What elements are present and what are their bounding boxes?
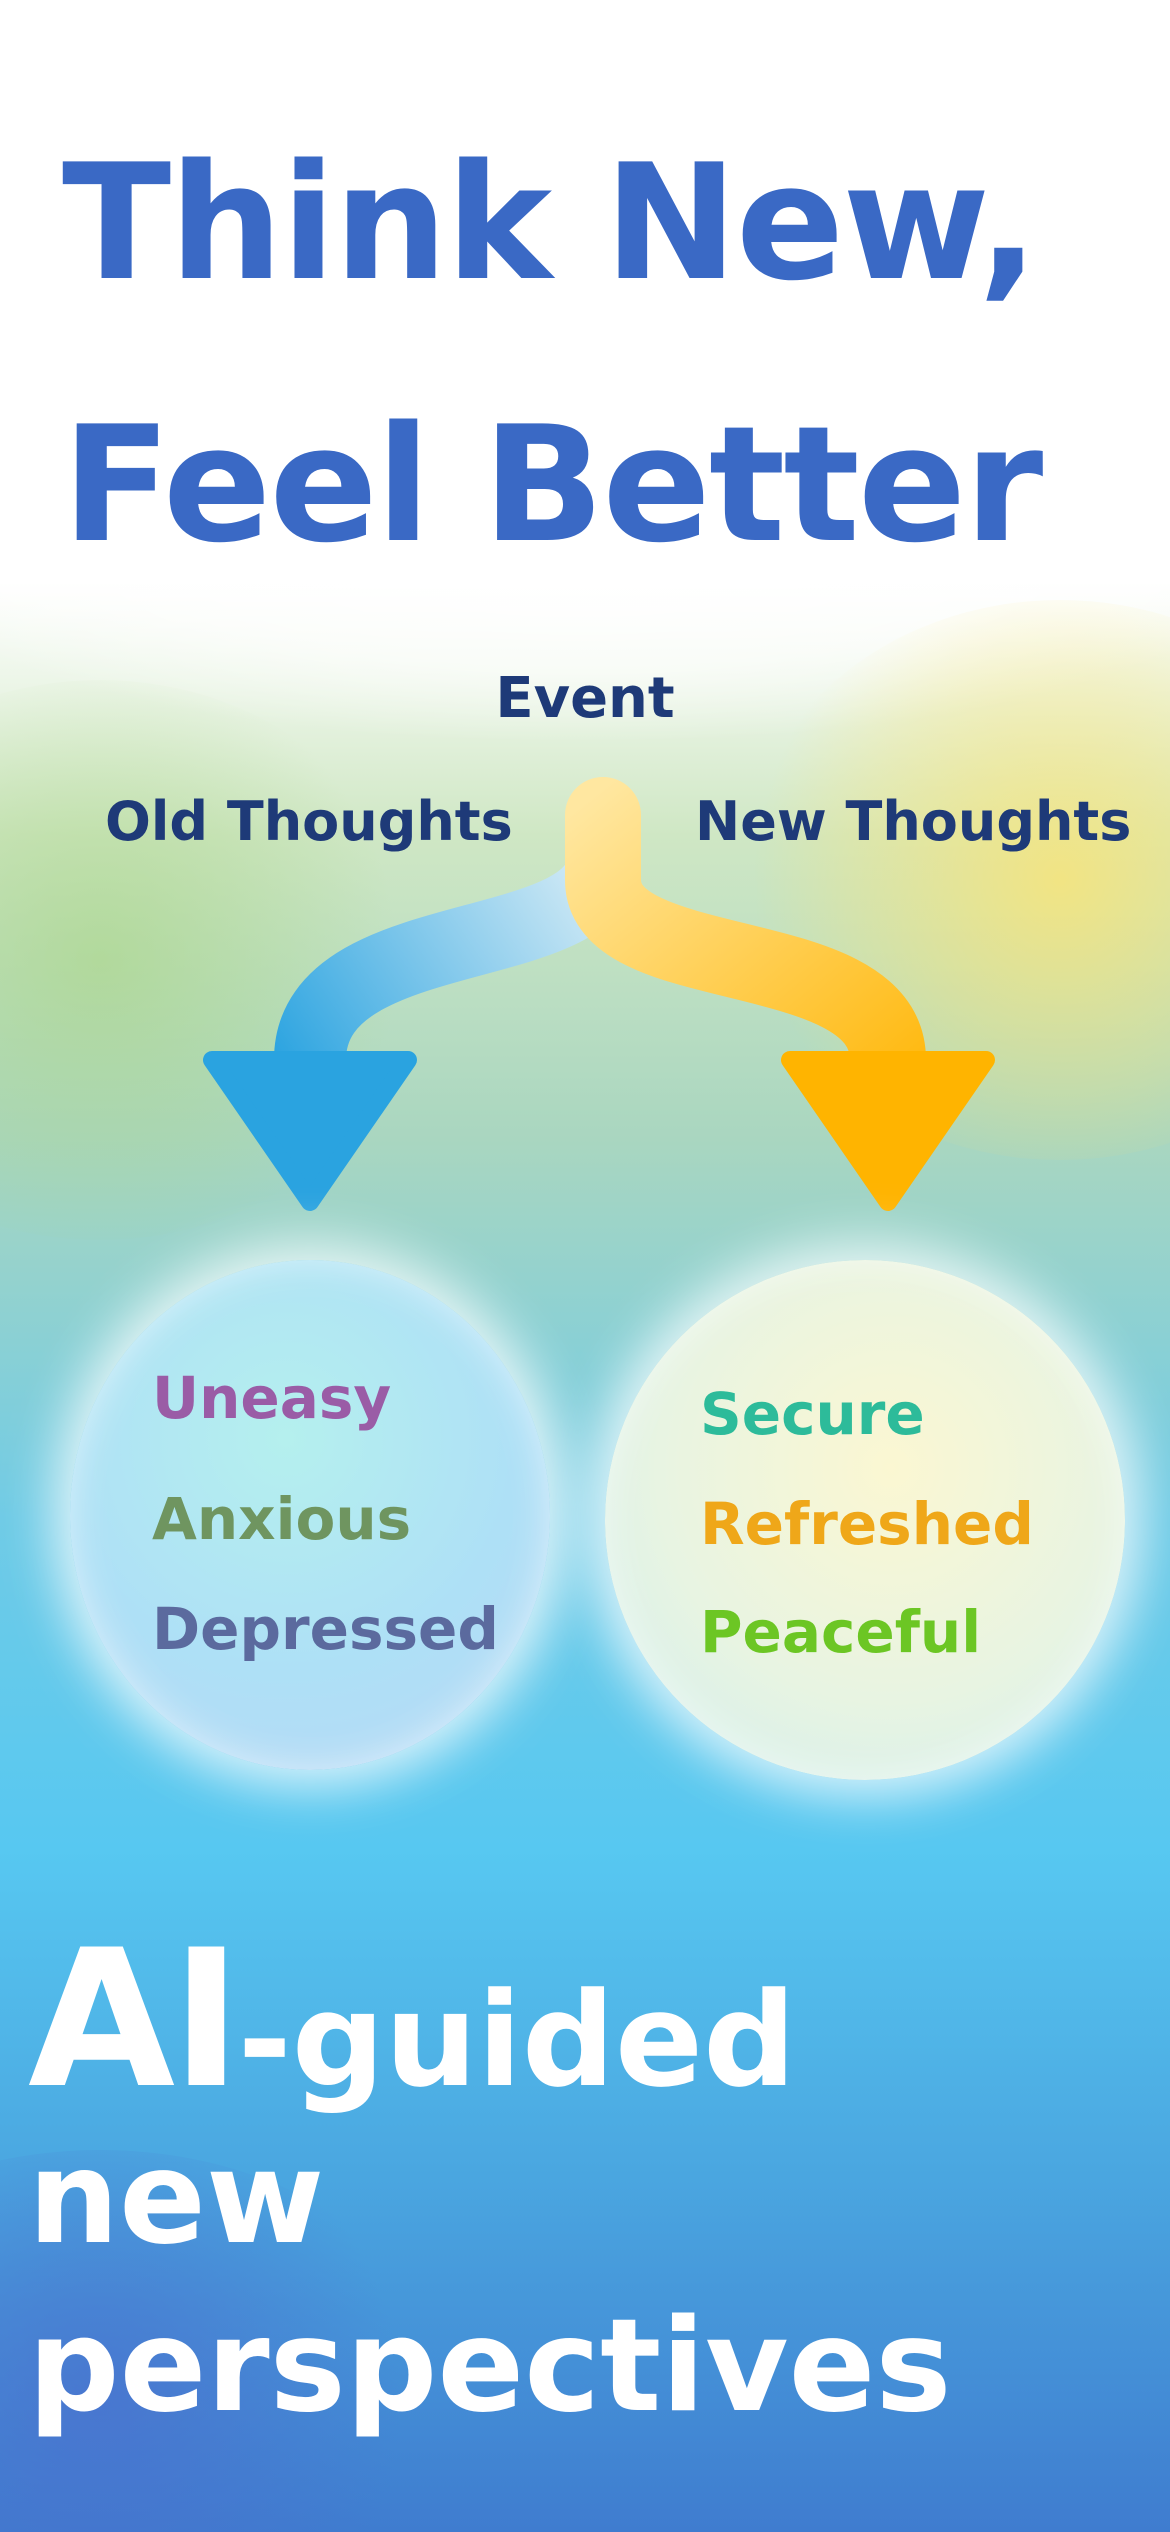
new-feeling-refreshed: Refreshed <box>700 1490 1034 1558</box>
headline-line-1: Think New, <box>62 129 1039 316</box>
new-thoughts-path <box>565 777 926 1113</box>
new-feeling-secure: Secure <box>700 1380 925 1448</box>
old-thoughts-arrowhead <box>203 1051 417 1211</box>
new-feeling-peaceful: Peaceful <box>700 1598 982 1666</box>
tagline-guided: -guided <box>237 1964 797 2116</box>
event-label: Event <box>495 666 675 731</box>
new-thoughts-arrowhead <box>781 1051 995 1211</box>
new-feelings-bubble <box>605 1260 1125 1780</box>
old-thoughts-label: Old Thoughts <box>105 790 513 853</box>
old-thoughts-path <box>274 824 639 1111</box>
tagline-ai: AI <box>28 1909 242 2130</box>
old-feeling-uneasy: Uneasy <box>152 1364 392 1432</box>
new-thoughts-label: New Thoughts <box>695 790 1132 853</box>
headline-line-2: Feel Better <box>62 391 1043 578</box>
old-feelings-bubble <box>70 1260 550 1770</box>
old-feeling-depressed: Depressed <box>152 1595 499 1663</box>
tagline: AI-guided new perspectives <box>28 1925 952 2451</box>
old-feeling-anxious: Anxious <box>152 1485 412 1553</box>
tagline-line-1: AI-guided <box>28 1925 952 2117</box>
tagline-line-3: perspectives <box>28 2292 952 2441</box>
tagline-line-2: new <box>28 2124 325 2273</box>
thought-path-diagram <box>203 777 995 1211</box>
headline: Think New, Feel Better <box>62 92 1043 616</box>
